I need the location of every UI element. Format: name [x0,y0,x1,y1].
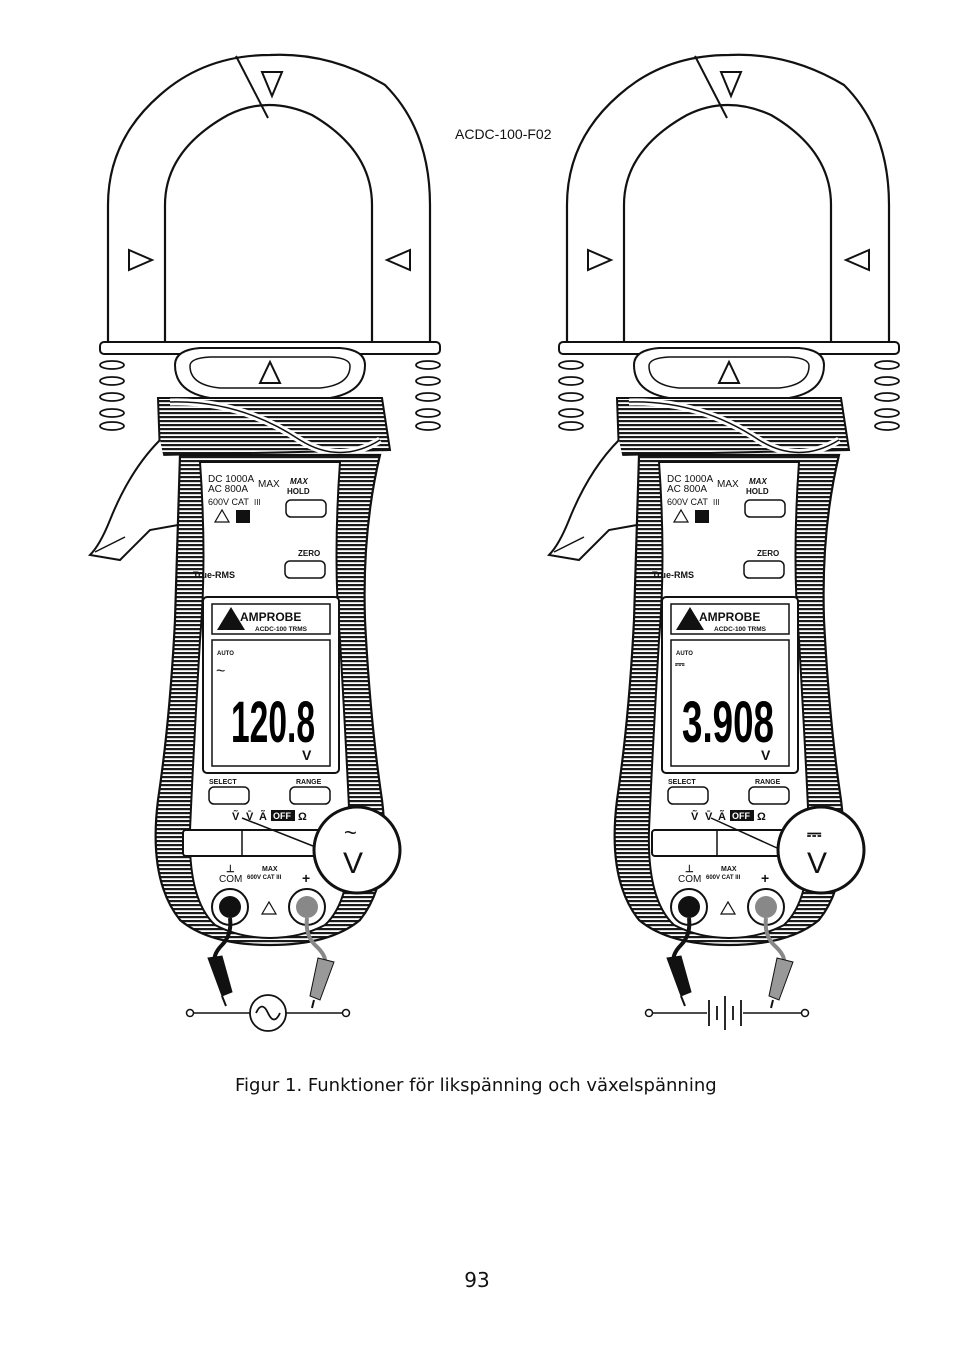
dial-off-box [271,810,295,821]
range-button[interactable] [289,786,331,805]
cat-rating-label: 600V CAT [667,497,708,507]
battery-source-symbol [644,996,810,1030]
input-max-label: MAX [721,866,737,873]
ground-icon: ⊥ [226,864,235,875]
auto-indicator: AUTO [217,651,234,657]
meter-ac: DC 1000A AC 800A MAX 600V CAT III MAX HO… [90,55,440,1032]
select-button-label: SELECT [668,779,696,786]
ac-rating-label: AC 800A [208,484,248,495]
com-label: COM [219,874,242,885]
dial-a-label: Ã [259,810,267,823]
warning-triangle-icon [213,508,231,523]
ac-source-symbol [185,994,351,1032]
dial-ohm-label: Ω [757,811,766,823]
dial-ohm-label: Ω [298,811,307,823]
plus-label: + [761,870,769,886]
callout-symbol: ~ [344,820,357,845]
max-button-label: MAX [749,477,767,486]
dial-v-dc-label: V̄ [705,811,713,823]
black-probe [207,955,233,997]
zero-button-label: ZERO [298,549,320,558]
lcd-unit: V [761,747,771,763]
dial-v-ac-label: Ṽ [691,810,699,823]
true-rms-label: True-RMS [193,570,235,580]
dial-off-label: OFF [732,811,750,821]
cat-roman-label: III [713,498,720,507]
ac-voltage-callout: ~ V [312,805,402,895]
dial-off-label: OFF [273,811,291,821]
amprobe-logo-icon [676,607,704,630]
callout-symbol: ⎓ [807,824,822,844]
red-probe [309,957,335,1001]
brand-label: AMPROBE [699,610,760,624]
red-probe [768,957,794,1001]
double-insulation-icon [695,510,709,523]
dial-a-label: Ã [718,810,726,823]
brand-label: AMPROBE [240,610,301,624]
lcd-display [211,639,331,767]
input-cat-label: 600V CAT III [706,875,741,881]
amprobe-logo-icon [217,607,245,630]
select-button[interactable] [667,786,709,805]
meter-dc: DC 1000A AC 800A MAX 600V CAT III MAX HO… [549,55,899,1030]
dc-rating-label: DC 1000A [208,474,254,485]
max-rating-label: MAX [717,479,739,490]
lcd-unit: V [302,747,312,763]
callout-letter: V [807,847,827,880]
figure-caption: Figur 1. Funktioner för likspänning och … [235,1075,717,1096]
lcd-display [670,639,790,767]
zero-button-label: ZERO [757,549,779,558]
dc-rating-label: DC 1000A [667,474,713,485]
max-hold-button[interactable] [285,499,327,518]
dial-v-ac-label: Ṽ [232,810,240,823]
zero-button[interactable] [284,560,326,579]
figure-illustration: DC 1000A AC 800A MAX 600V CAT III MAX HO… [0,0,954,1032]
page-number: 93 [464,1268,490,1292]
range-button-label: RANGE [296,779,322,786]
lcd-reading: 3.908 [682,690,774,755]
cat-roman-label: III [254,498,261,507]
lcd-reading: 120.8 [231,690,315,755]
mode-indicator: ~ [216,663,225,680]
warning-triangle-icon [672,508,690,523]
max-rating-label: MAX [258,479,280,490]
plus-label: + [302,870,310,886]
input-max-label: MAX [262,866,278,873]
com-label: COM [678,874,701,885]
input-warning-icon [719,900,737,915]
max-hold-button[interactable] [744,499,786,518]
input-cat-label: 600V CAT III [247,875,282,881]
black-probe [666,955,692,997]
max-button-label: MAX [290,477,308,486]
dial-v-dc-label: V̄ [246,811,254,823]
range-button-label: RANGE [755,779,781,786]
hold-button-label: HOLD [287,487,310,496]
range-button[interactable] [748,786,790,805]
dial-off-box [730,810,754,821]
dc-voltage-callout: ⎓ V [776,805,866,895]
zero-button[interactable] [743,560,785,579]
select-button-label: SELECT [209,779,237,786]
mode-indicator: ⎓ [675,657,685,671]
select-button[interactable] [208,786,250,805]
model-label: ACDC-100 TRMS [255,626,308,633]
input-warning-icon [260,900,278,915]
hold-button-label: HOLD [746,487,769,496]
callout-letter: V [343,847,363,880]
double-insulation-icon [236,510,250,523]
model-label: ACDC-100 TRMS [714,626,767,633]
ground-icon: ⊥ [685,864,694,875]
figure-code: ACDC-100-F02 [455,126,552,142]
auto-indicator: AUTO [676,651,693,657]
ac-rating-label: AC 800A [667,484,707,495]
cat-rating-label: 600V CAT [208,497,249,507]
true-rms-label: True-RMS [652,570,694,580]
